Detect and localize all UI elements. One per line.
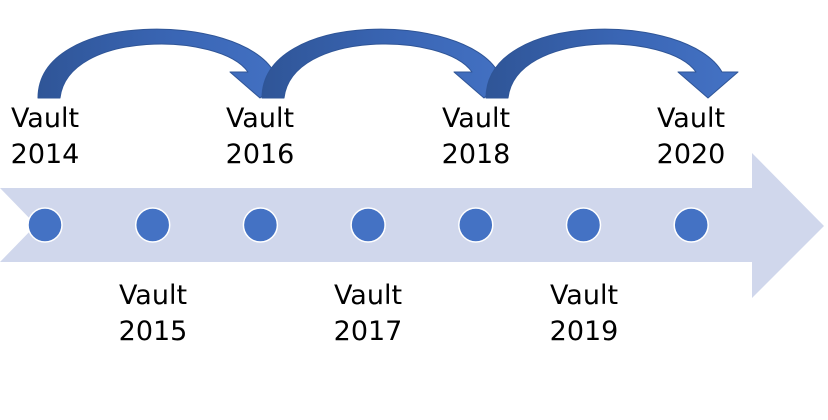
label-2020-word: Vault xyxy=(657,103,725,134)
label-2017-year: 2017 xyxy=(334,316,403,347)
timeline-band-arrow xyxy=(0,153,824,298)
timeline-dots xyxy=(27,207,709,243)
labels-below: Vault 2015 Vault 2017 Vault 2019 xyxy=(119,280,619,347)
label-2020-year: 2020 xyxy=(657,139,726,170)
label-2015-year: 2015 xyxy=(119,316,188,347)
label-2016-year: 2016 xyxy=(226,139,295,170)
timeline-dot-2015 xyxy=(134,207,171,243)
curved-arrow-2 xyxy=(261,28,515,99)
labels-above: Vault 2014 Vault 2016 Vault 2018 Vault 2… xyxy=(11,103,726,170)
label-2015-word: Vault xyxy=(119,280,187,311)
timeline-dot-2019 xyxy=(565,207,602,243)
label-2017-word: Vault xyxy=(334,280,402,311)
label-2014-year: 2014 xyxy=(11,139,80,170)
label-2018-word: Vault xyxy=(442,103,510,134)
timeline-dot-2017 xyxy=(350,207,386,243)
timeline-dot-2018 xyxy=(458,207,494,243)
label-2019-year: 2019 xyxy=(550,316,619,347)
timeline-dot-2014 xyxy=(27,207,63,243)
label-2014-word: Vault xyxy=(11,103,79,134)
curved-arrow-1 xyxy=(37,28,291,99)
curved-arrow-3 xyxy=(485,28,739,99)
label-2016-word: Vault xyxy=(226,103,294,134)
curved-arrows xyxy=(37,28,739,99)
timeline-dot-2016 xyxy=(242,207,279,243)
timeline-dot-2020 xyxy=(673,207,709,243)
label-2018-year: 2018 xyxy=(442,139,511,170)
label-2019-word: Vault xyxy=(550,280,618,311)
